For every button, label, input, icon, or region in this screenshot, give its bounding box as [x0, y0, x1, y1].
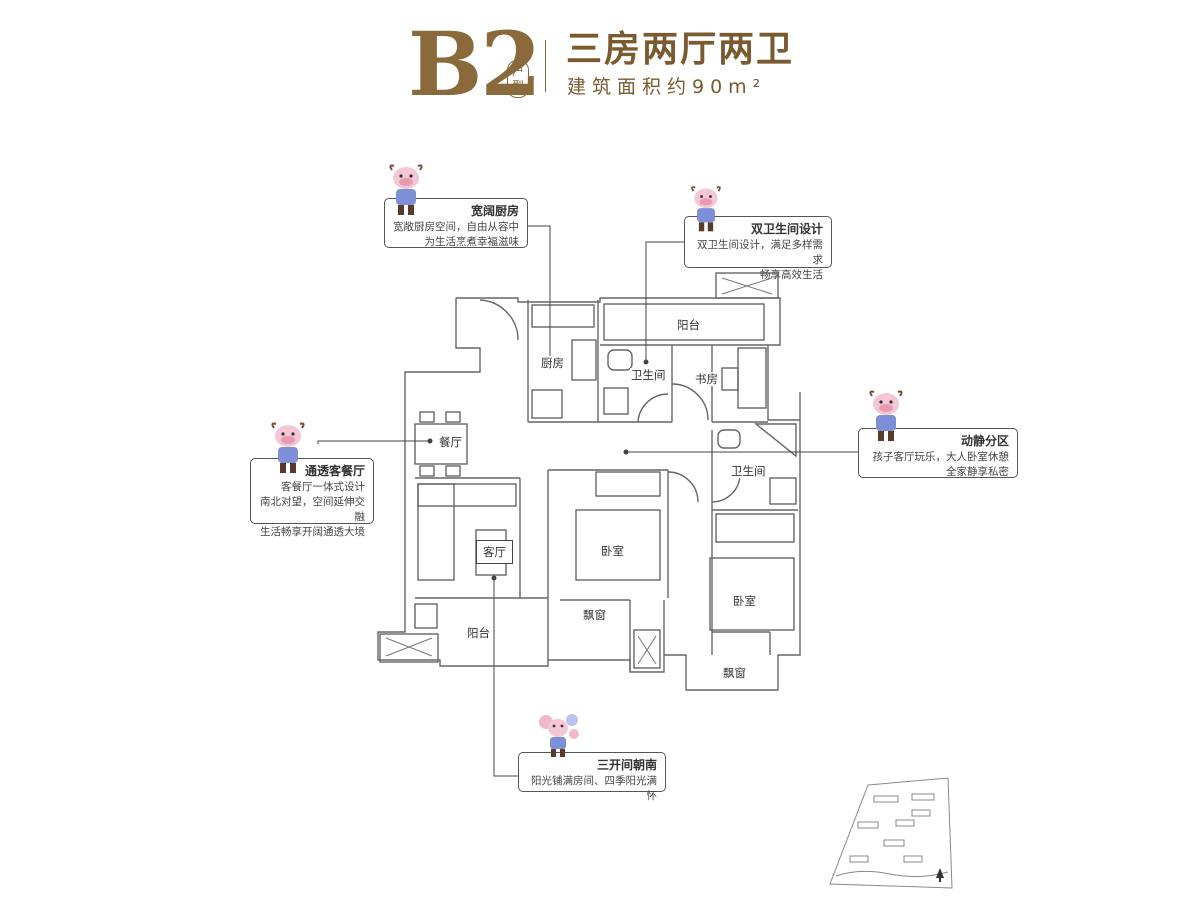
room-label-balcony-bottom: 阳台	[466, 626, 491, 640]
cow-mascot-icon	[869, 390, 903, 441]
cow-mascot-icon	[389, 164, 423, 215]
feature-bathroom-title: 双卫生间设计	[750, 222, 823, 236]
room-label-kitchen: 厨房	[540, 356, 565, 370]
feature-south: 三开间朝南 阳光铺满房间、四季阳光满怀	[518, 752, 666, 802]
room-label-balcony-top: 阳台	[676, 318, 701, 332]
outer-wall	[377, 297, 801, 691]
header-divider	[545, 40, 546, 92]
room-label-dining: 餐厅	[438, 435, 463, 449]
site-plan-inset	[829, 777, 953, 889]
feature-south-desc-1: 阳光铺满房间、四季阳光满怀	[531, 775, 657, 802]
cow-mascot-icon	[539, 714, 579, 757]
layout-title: 三房两厅两卫	[566, 29, 795, 70]
feature-dining: 通透客餐厅 客餐厅一体式设计 南北对望，空间延伸交融 生活畅享开阔通透大境	[250, 458, 374, 538]
cow-mascot-icon	[271, 422, 305, 473]
feature-zoning-desc-1: 孩子客厅玩乐，大人卧室休憩	[872, 451, 1010, 463]
room-label-living: 客厅	[476, 540, 513, 564]
room-label-bath2: 卫生间	[730, 464, 767, 478]
feature-kitchen-desc-1: 宽敞厨房空间，自由从容中	[393, 221, 519, 233]
feature-kitchen-desc-2: 为生活烹煮幸福滋味	[424, 236, 520, 248]
feature-dining-desc-1: 客餐厅一体式设计	[281, 481, 365, 493]
feature-zoning-title: 动静分区	[960, 434, 1009, 448]
unit-suffix: 户型	[507, 60, 529, 98]
north-arrow-icon	[936, 868, 944, 882]
room-label-study: 书房	[694, 372, 719, 386]
feature-bathroom-desc-2: 畅享高效生活	[760, 269, 823, 281]
room-label-bedroom2: 卧室	[732, 594, 757, 608]
feature-dining-title: 通透客餐厅	[304, 464, 365, 478]
area-text: 建筑面积约90m²	[567, 76, 767, 98]
feature-zoning: 动静分区 孩子客厅玩乐，大人卧室休憩 全家静享私密	[858, 428, 1018, 478]
feature-bathroom-desc-1: 双卫生间设计，满足多样需求	[697, 239, 823, 266]
feature-bathroom: 双卫生间设计 双卫生间设计，满足多样需求 畅享高效生活	[684, 216, 832, 281]
feature-dining-desc-2: 南北对望，空间延伸交融	[260, 496, 365, 523]
feature-south-title: 三开间朝南	[596, 758, 657, 772]
feature-dining-desc-3: 生活畅享开阔通透大境	[260, 526, 365, 538]
feature-zoning-desc-2: 全家静享私密	[946, 466, 1009, 478]
room-label-bay2: 飘窗	[722, 666, 747, 680]
room-label-bay1: 飘窗	[582, 608, 607, 622]
room-label-bath1: 卫生间	[630, 368, 667, 382]
cow-mascot-icon	[691, 186, 721, 232]
feature-kitchen-title: 宽阔厨房	[470, 204, 519, 218]
room-label-bedroom1: 卧室	[600, 544, 625, 558]
